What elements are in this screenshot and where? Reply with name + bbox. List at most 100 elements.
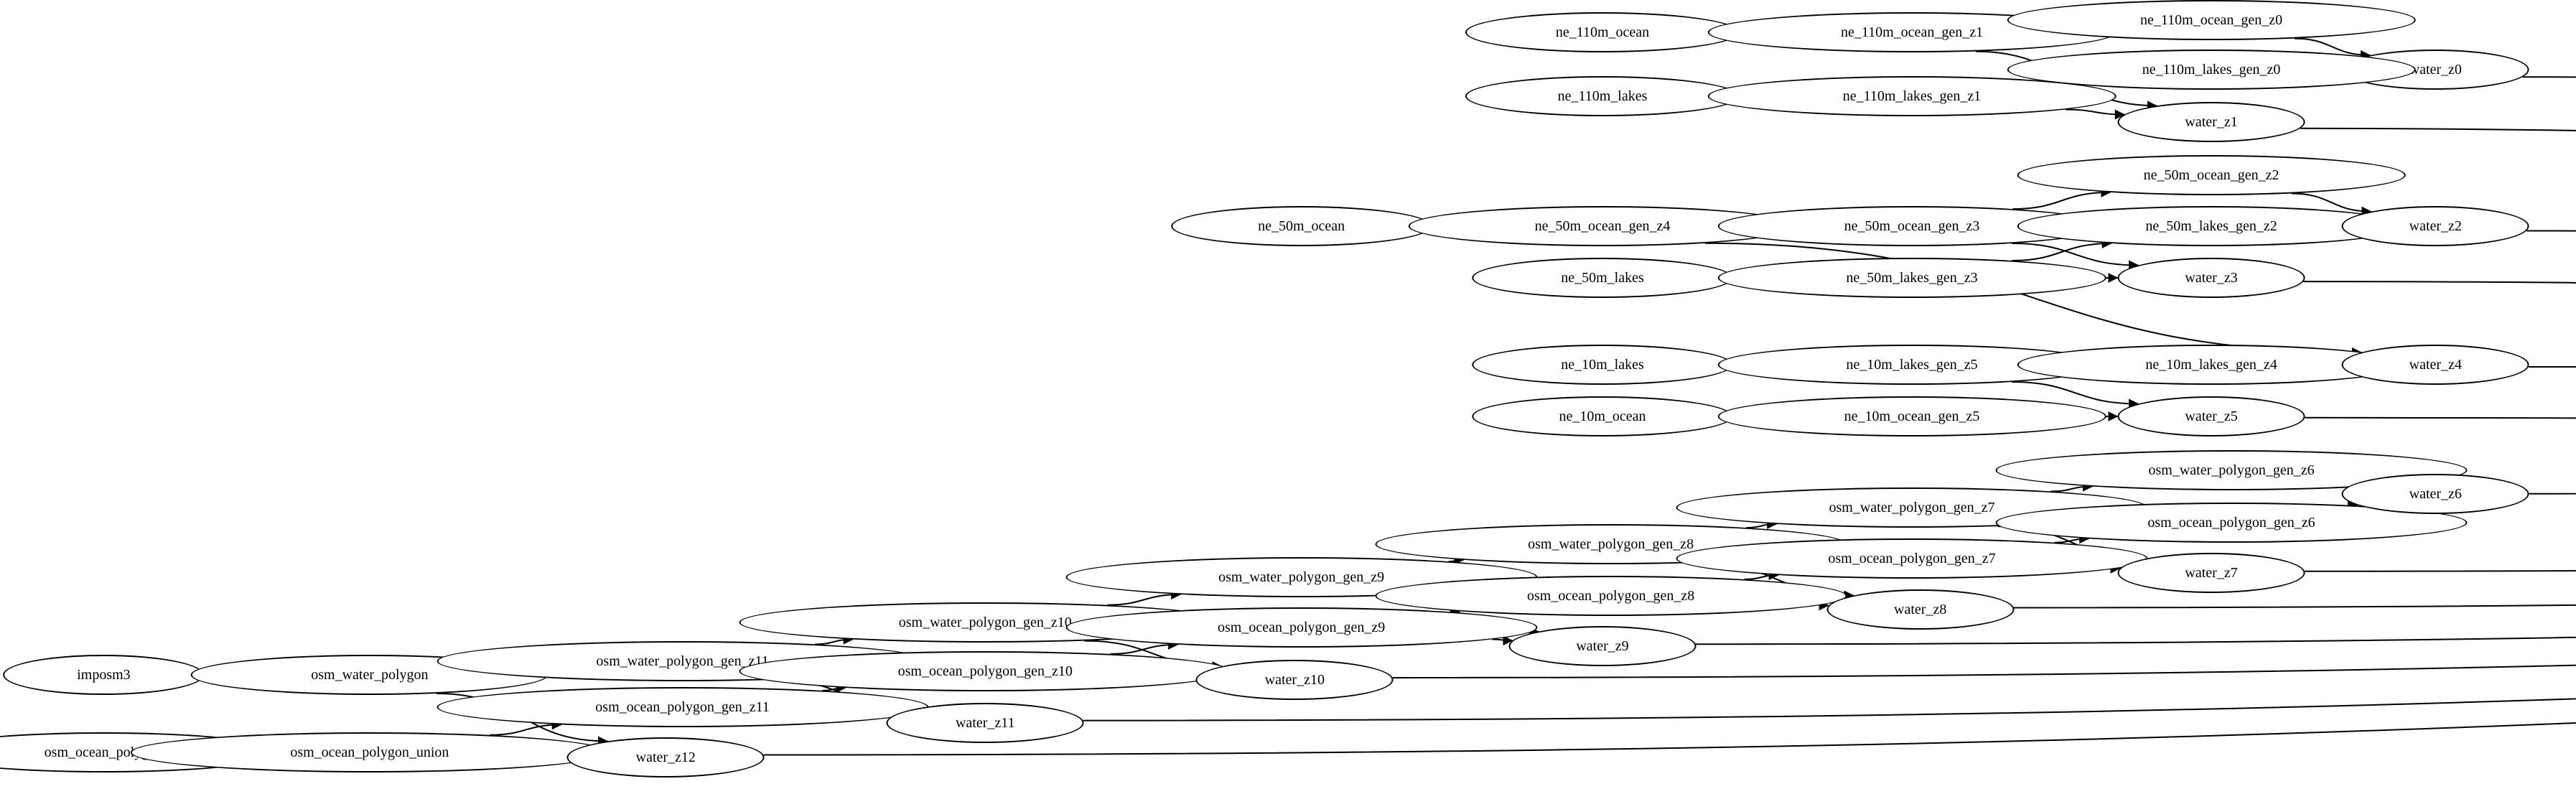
graph-node-water_z9[interactable]: water_z9 xyxy=(1508,626,1697,666)
edge-water_z6-to-layer-water-z6 xyxy=(2529,492,2576,495)
node-label: water_z2 xyxy=(2409,218,2462,234)
graph-node-water_z3[interactable]: water_z3 xyxy=(2117,258,2305,298)
node-label: ne_50m_lakes_gen_z2 xyxy=(2145,218,2277,234)
graph-node-water_z2[interactable]: water_z2 xyxy=(2341,206,2529,246)
edge-water_z11-to-layer-water-z11 xyxy=(1083,698,2576,722)
node-label: ne_10m_ocean_gen_z5 xyxy=(1844,408,1980,424)
node-label: ne_10m_lakes xyxy=(1561,357,1644,373)
node-label: water_z10 xyxy=(1264,672,1325,688)
graph-node-osm_ocean_polygon_gen_z8[interactable]: osm_ocean_polygon_gen_z8 xyxy=(1375,576,1847,616)
graph-node-ne_110m_lakes_gen_z0[interactable]: ne_110m_lakes_gen_z0 xyxy=(2007,50,2416,90)
node-label: osm_ocean_polygon_union xyxy=(290,744,449,760)
graph-node-ne_110m_lakes[interactable]: ne_110m_lakes xyxy=(1465,76,1740,116)
graph-node-ne_50m_lakes_gen_z3[interactable]: ne_50m_lakes_gen_z3 xyxy=(1717,258,2106,298)
node-label: osm_ocean_polygon_gen_z8 xyxy=(1527,588,1695,604)
graph-node-ne_110m_ocean_gen_z1[interactable]: ne_110m_ocean_gen_z1 xyxy=(1707,12,2117,52)
graph-node-water_z10[interactable]: water_z10 xyxy=(1195,660,1394,700)
node-label: osm_water_polygon_gen_z10 xyxy=(898,615,1072,630)
graph-node-ne_50m_ocean[interactable]: ne_50m_ocean xyxy=(1170,206,1432,246)
node-label: osm_water_polygon_gen_z8 xyxy=(1528,536,1694,552)
graph-node-ne_10m_lakes[interactable]: ne_10m_lakes xyxy=(1472,345,1733,385)
edge-ne_10m_lakes_gen_z5-to-water_z5 xyxy=(2012,381,2139,409)
edge-osm_ocean_polygon_gen_z10-to-osm_ocean_polygon_gen_z9 xyxy=(1110,639,1179,655)
edge-ne_50m_ocean_gen_z3-to-water_z3 xyxy=(2012,243,2139,271)
graph-node-osm_ocean_polygon_gen_z9[interactable]: osm_ocean_polygon_gen_z9 xyxy=(1065,607,1538,648)
edge-water_z10-to-layer-water-z10 xyxy=(1392,664,2576,678)
edge-osm_water_polygon_gen_z8-to-osm_water_polygon_gen_z7 xyxy=(1746,518,1778,529)
graph-node-imposm3[interactable]: imposm3 xyxy=(3,655,205,695)
graph-node-osm_ocean_polygon_gen_z10[interactable]: osm_ocean_polygon_gen_z10 xyxy=(739,651,1231,691)
graph-node-water_z4[interactable]: water_z4 xyxy=(2341,345,2529,385)
node-label: ne_110m_ocean xyxy=(1555,24,1650,40)
node-label: water_z5 xyxy=(2185,408,2238,424)
node-label: ne_10m_lakes_gen_z5 xyxy=(1846,357,1978,373)
edge-osm_ocean_polygon_gen_z9-to-water_z9 xyxy=(1492,635,1513,646)
node-label: osm_water_polygon xyxy=(311,667,429,683)
node-label: ne_50m_lakes xyxy=(1561,270,1644,286)
node-label: water_z12 xyxy=(635,750,696,765)
node-label: water_z3 xyxy=(2185,270,2238,286)
node-label: osm_ocean_polygon_gen_z7 xyxy=(1828,551,1996,566)
graph-node-ne_10m_ocean[interactable]: ne_10m_ocean xyxy=(1472,396,1733,436)
node-label: osm_water_polygon_gen_z11 xyxy=(596,653,769,669)
graph-node-osm_ocean_polygon_gen_z7[interactable]: osm_ocean_polygon_gen_z7 xyxy=(1676,538,2148,579)
node-label: ne_10m_ocean xyxy=(1559,408,1646,424)
node-label: osm_water_polygon_gen_z6 xyxy=(2148,462,2315,478)
graph-node-osm_ocean_polygon_gen_z11[interactable]: osm_ocean_polygon_gen_z11 xyxy=(437,687,929,727)
node-label: ne_10m_lakes_gen_z4 xyxy=(2145,357,2277,373)
node-label: ne_110m_lakes xyxy=(1557,88,1648,104)
edge-osm_ocean_polygon_union-to-osm_ocean_polygon_gen_z11 xyxy=(490,719,562,736)
node-label: osm_ocean_polygon_gen_z11 xyxy=(595,699,770,715)
graph-node-ne_110m_ocean_gen_z0[interactable]: ne_110m_ocean_gen_z0 xyxy=(2007,0,2416,40)
edge-ne_50m_ocean_gen_z3-to-ne_50m_ocean_gen_z2 xyxy=(2012,187,2111,210)
graph-node-water_z11[interactable]: water_z11 xyxy=(886,703,1084,743)
node-label: water_z1 xyxy=(2185,114,2238,130)
graph-node-water_z12[interactable]: water_z12 xyxy=(566,737,765,778)
node-label: water_z8 xyxy=(1894,602,1947,617)
node-label: ne_110m_ocean_gen_z0 xyxy=(2140,12,2283,28)
node-label: ne_110m_lakes_gen_z0 xyxy=(2142,62,2281,78)
edge-water_z12-to-layer-water-z12+ xyxy=(763,722,2576,756)
node-label: water_z0 xyxy=(2409,62,2462,78)
node-label: water_z4 xyxy=(2409,357,2462,373)
node-label: ne_50m_ocean_gen_z3 xyxy=(1844,218,1980,234)
node-label: ne_110m_ocean_gen_z1 xyxy=(1840,24,1984,40)
edge-water_z4-to-layer-water-z4 xyxy=(2528,366,2576,368)
node-label: osm_ocean_polygon_gen_z9 xyxy=(1217,620,1386,635)
node-label: water_z7 xyxy=(2185,565,2238,581)
node-label: ne_50m_lakes_gen_z3 xyxy=(1846,270,1978,286)
graph-node-osm_ocean_polygon_union[interactable]: osm_ocean_polygon_union xyxy=(130,732,610,772)
graph-node-ne_50m_lakes[interactable]: ne_50m_lakes xyxy=(1472,258,1733,298)
graph-node-ne_10m_ocean_gen_z5[interactable]: ne_10m_ocean_gen_z5 xyxy=(1717,396,2106,436)
edge-osm_water_polygon_gen_z10-to-osm_water_polygon_gen_z9 xyxy=(1107,589,1182,606)
graph-node-water_z8[interactable]: water_z8 xyxy=(1826,589,2015,630)
node-label: osm_ocean_polygon_gen_z10 xyxy=(897,663,1073,679)
node-label: osm_water_polygon_gen_z7 xyxy=(1829,500,1995,515)
node-label: ne_110m_lakes_gen_z1 xyxy=(1842,88,1982,104)
graph-node-ne_50m_lakes_gen_z2[interactable]: ne_50m_lakes_gen_z2 xyxy=(2017,206,2406,246)
graph-node-water_z1[interactable]: water_z1 xyxy=(2117,102,2305,142)
graph-node-water_z6[interactable]: water_z6 xyxy=(2341,474,2529,514)
graph-node-ne_50m_ocean_gen_z2[interactable]: ne_50m_ocean_gen_z2 xyxy=(2017,155,2406,195)
node-label: water_z6 xyxy=(2409,486,2462,502)
edge-osm_water_polygon_gen_z7-to-osm_water_polygon_gen_z6 xyxy=(2050,481,2094,492)
edge-osm_water_polygon_gen_z11-to-osm_water_polygon_gen_z10 xyxy=(814,634,854,645)
graph-node-water_z5[interactable]: water_z5 xyxy=(2117,396,2305,436)
edge-ne_110m_lakes_gen_z1-to-water_z1 xyxy=(2065,108,2125,120)
edge-water_z2-to-layer-water-z2 xyxy=(2526,230,2576,232)
edge-ne_50m_lakes_gen_z3-to-ne_50m_lakes_gen_z2 xyxy=(2012,238,2112,261)
graph-node-ne_10m_lakes_gen_z4[interactable]: ne_10m_lakes_gen_z4 xyxy=(2017,345,2406,385)
edge-ne_110m_ocean_gen_z0-to-water_z0 xyxy=(2294,37,2371,60)
node-label: ne_50m_ocean xyxy=(1258,218,1345,234)
edge-water_z0-to-layer-water-z0 xyxy=(2522,76,2576,78)
node-label: osm_water_polygon_gen_z9 xyxy=(1218,569,1385,585)
edge-ne_50m_ocean_gen_z2-to-water_z2 xyxy=(2292,192,2372,217)
edge-water_z9-to-layer-water-z9 xyxy=(1695,636,2576,645)
graph-node-water_z7[interactable]: water_z7 xyxy=(2117,553,2305,593)
graph-node-ne_110m_ocean[interactable]: ne_110m_ocean xyxy=(1465,12,1740,52)
node-label: imposm3 xyxy=(77,667,131,683)
node-label: water_z9 xyxy=(1576,638,1629,654)
node-label: ne_50m_ocean_gen_z4 xyxy=(1534,218,1671,234)
